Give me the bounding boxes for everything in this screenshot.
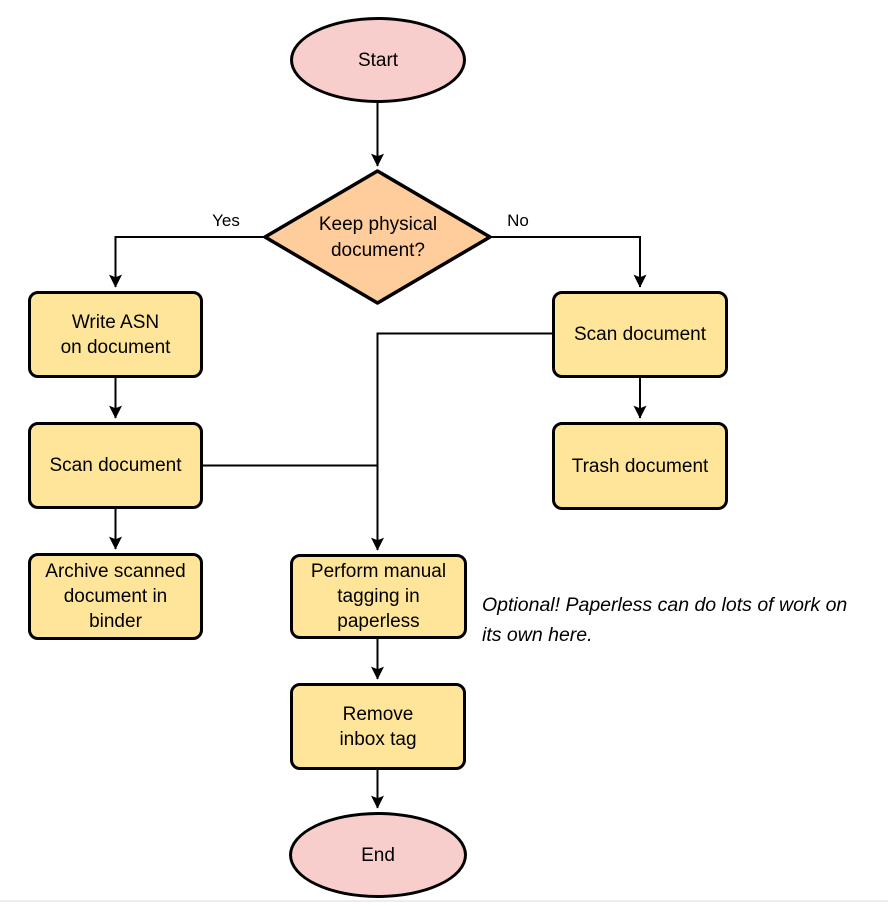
perform-tagging-node: Perform manual tagging in paperless (290, 554, 467, 639)
perform-tagging-node-label: Perform manual tagging in paperless (310, 561, 447, 632)
trash-document-node: Trash document (552, 422, 728, 510)
decision-node-label: Keep physical document? (318, 214, 438, 261)
edge-decision-yes-to-write-asn (109, 236, 265, 288)
scan-document-left-node: Scan document (28, 422, 203, 509)
start-node: Start (290, 17, 466, 103)
edge-scan-right-to-perform-tagging (371, 332, 552, 551)
scan-document-left-node-label: Scan document (49, 455, 182, 476)
end-node: End (289, 812, 467, 898)
start-node-label: Start (357, 49, 399, 71)
scan-document-right-node: Scan document (552, 291, 728, 378)
archive-document-node: Archive scanned document in binder (28, 553, 203, 640)
scan-document-right-node-label: Scan document (573, 324, 707, 345)
edge-decision-no-to-scan-right (490, 236, 647, 288)
bottom-divider (0, 900, 888, 902)
decision-diamond-shape (263, 169, 492, 305)
end-node-label: End (361, 844, 395, 866)
write-asn-node-label: Write ASN on document (60, 311, 171, 358)
remove-inbox-tag-node: Remove inbox tag (290, 683, 466, 770)
write-asn-node: Write ASN on document (28, 291, 203, 378)
archive-document-node-label: Archive scanned document in binder (45, 561, 186, 632)
annotation-note: Optional! Paperless can do lots of work … (482, 594, 848, 646)
trash-document-node-label: Trash document (571, 455, 709, 477)
edge-label-no: No (507, 211, 529, 230)
edge-label-yes: Yes (212, 211, 240, 230)
remove-inbox-tag-node-label: Remove inbox tag (339, 703, 417, 750)
